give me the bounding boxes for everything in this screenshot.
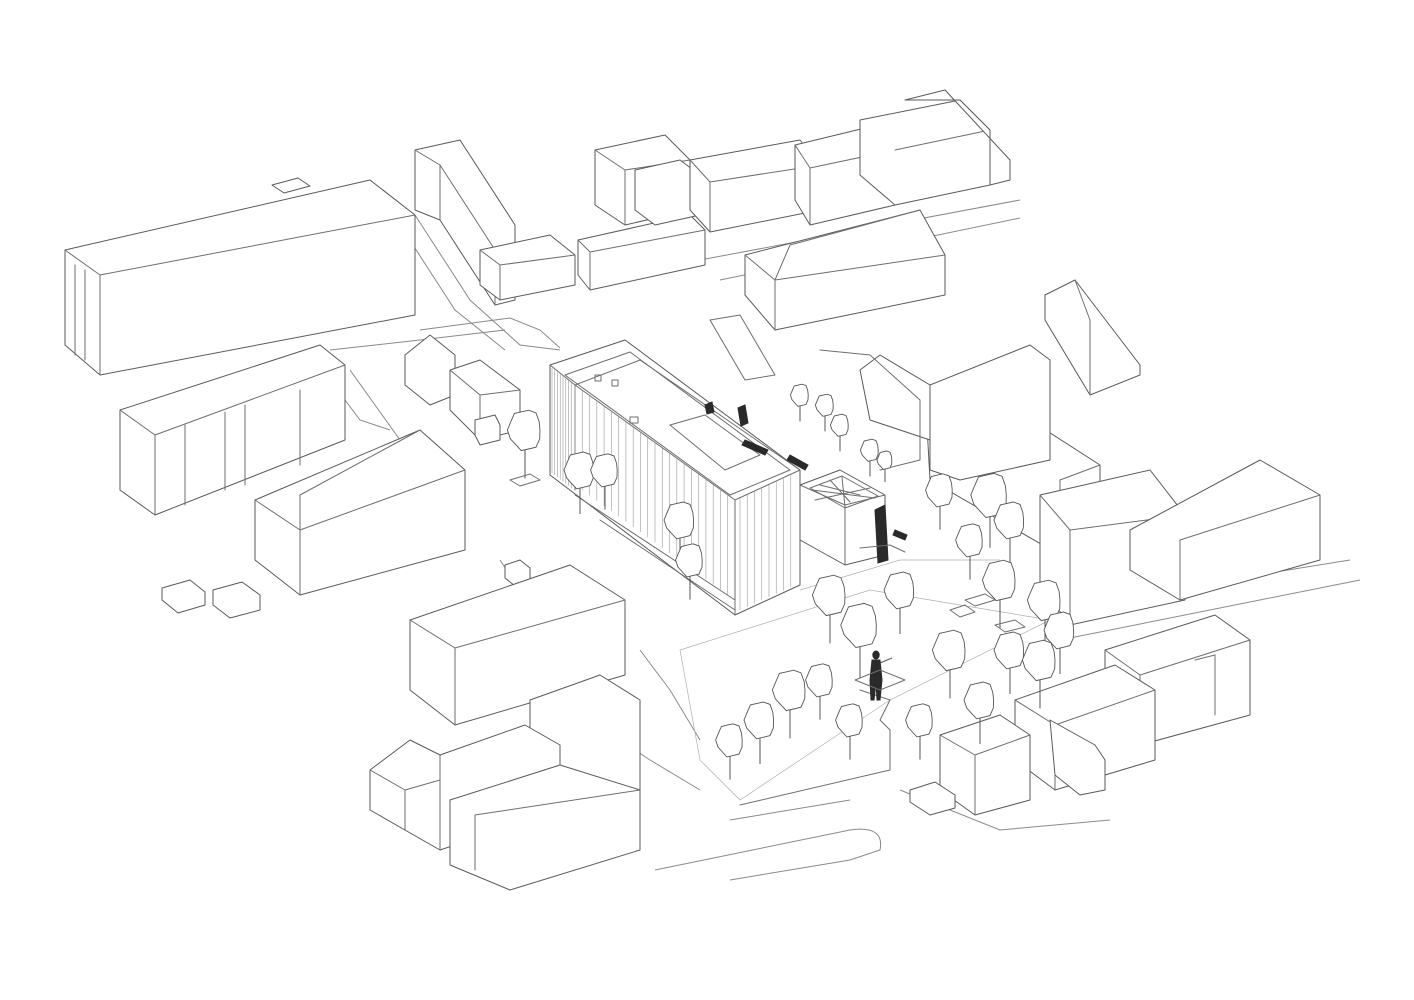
tree-canopy [1043,611,1075,650]
tree-canopy [905,703,933,738]
pavilion-building [799,469,906,566]
tree [876,450,893,482]
facade-hatching [551,368,792,610]
tree-canopy [663,501,695,540]
tree [859,438,879,477]
tree [835,703,863,760]
tree [789,383,809,422]
tree-canopy [993,631,1025,670]
path-markers [704,401,908,541]
tree [590,453,618,510]
tree [963,681,995,744]
tree [993,631,1025,694]
tree-canopy [789,383,809,407]
tree-canopy [993,501,1025,540]
tree [840,602,877,678]
tree [506,409,541,479]
tree [1021,639,1056,709]
tree-canopy [771,669,806,712]
human-figure [854,650,906,701]
tree-canopy [715,723,743,758]
tree [771,669,806,739]
tree [675,543,703,600]
benches [509,473,1026,633]
tree [743,701,775,764]
tree-canopy [925,473,953,508]
east-buildings [859,279,1321,816]
tree-canopy [814,393,834,417]
tree-canopy [675,543,703,578]
tree [814,393,834,432]
tree [563,451,595,514]
tree [663,501,695,564]
tree-canopy [805,663,833,698]
tree-canopy [955,523,983,558]
tree-canopy [506,409,541,452]
tree [829,413,849,452]
tree [993,501,1025,564]
tree-canopy [1021,639,1056,682]
tree-canopy [829,413,849,437]
tree [715,723,743,780]
north-buildings [64,89,1011,376]
tree [981,559,1016,629]
tree [805,663,833,720]
tree-canopy [840,602,877,648]
south-buildings [369,564,641,891]
tree [811,574,846,644]
tree [925,473,953,530]
tree-canopy [859,438,879,462]
tree-canopy [835,703,863,738]
tree-canopy [811,574,846,617]
tree-canopy [931,629,966,672]
tree-canopy [743,701,775,740]
tree [883,571,915,634]
tree-canopy [883,571,915,610]
tree [931,629,966,699]
tree-canopy [590,453,618,488]
west-buildings [119,334,531,619]
tree [1043,611,1075,674]
tree-canopy [963,681,995,720]
tree-canopy [981,559,1016,602]
trees [506,383,1075,780]
main-building [549,339,801,616]
tree [905,703,933,760]
tree-canopy [876,450,893,470]
tree-canopy [563,451,595,490]
tree [955,523,983,580]
